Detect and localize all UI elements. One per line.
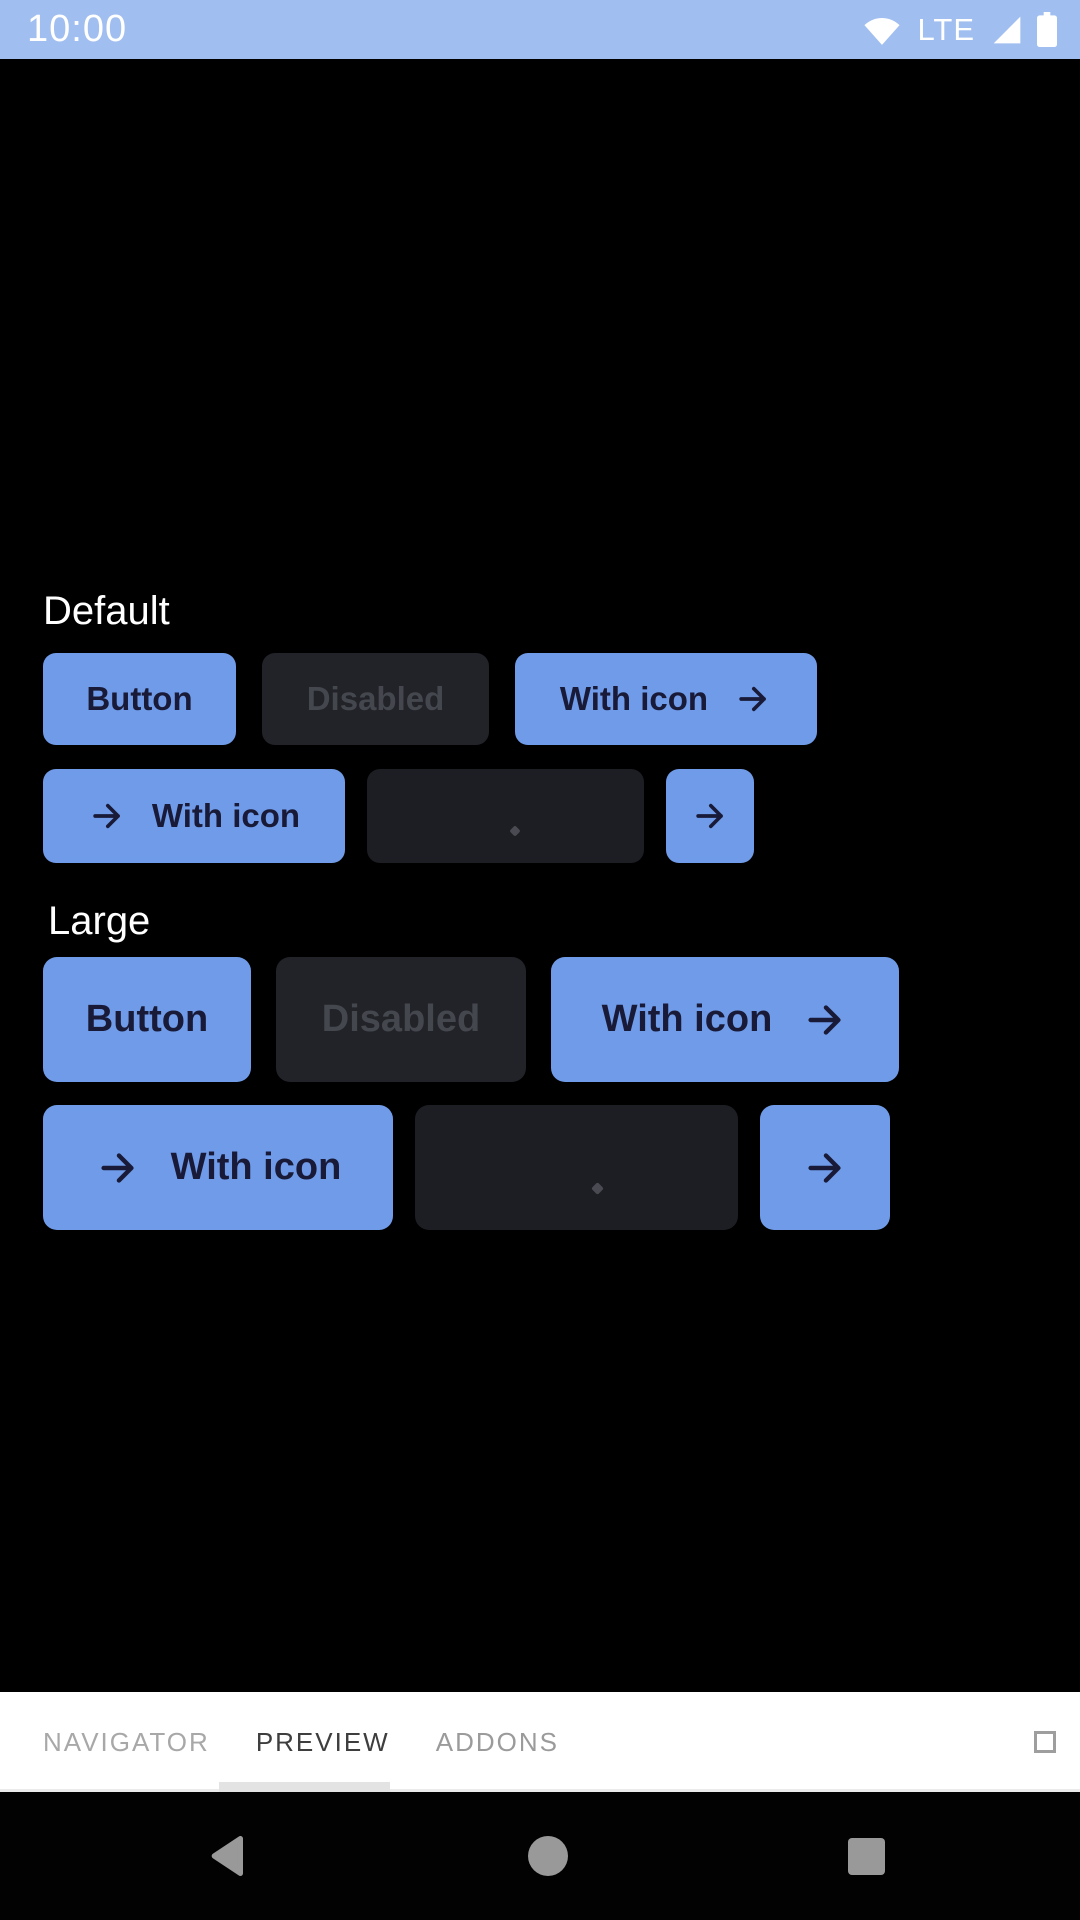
button-label: With icon [151, 797, 301, 834]
arrow-right-icon [802, 997, 848, 1043]
primary-button[interactable]: Button [43, 653, 236, 745]
square-outline-icon[interactable] [1034, 1731, 1056, 1753]
button-label: Disabled [321, 998, 481, 1040]
large-button-row-1: Button Disabled With icon [43, 957, 1060, 1082]
section-title-large: Large [48, 899, 151, 943]
loading-spinner-dot [509, 825, 521, 837]
button-label: With icon [601, 998, 773, 1040]
storybook-tab-bar: NAVIGATOR PREVIEW ADDONS [0, 1692, 1080, 1792]
battery-icon [1037, 12, 1057, 47]
with-icon-right-button[interactable]: With icon [515, 653, 817, 745]
active-tab-indicator [219, 1782, 390, 1792]
tab-bar-divider [0, 1789, 1080, 1792]
with-icon-left-button[interactable]: With icon [43, 769, 345, 863]
status-clock: 10:00 [27, 8, 128, 50]
home-icon[interactable] [527, 1836, 568, 1876]
arrow-right-icon [95, 1145, 141, 1191]
back-icon[interactable] [207, 1834, 247, 1878]
default-button-row-2: With icon [43, 769, 1060, 863]
with-icon-right-button-large[interactable]: With icon [551, 957, 899, 1082]
disabled-button-large: Disabled [276, 957, 526, 1082]
loading-button [367, 769, 644, 863]
status-icons: LTE [863, 12, 1057, 48]
button-label: Disabled [306, 680, 445, 717]
wifi-icon [863, 14, 901, 46]
signal-strength-icon [991, 15, 1023, 45]
primary-button-large[interactable]: Button [43, 957, 251, 1082]
button-label: Button [86, 680, 193, 717]
loading-button-large [415, 1105, 738, 1230]
with-icon-left-button-large[interactable]: With icon [43, 1105, 393, 1230]
story-preview-canvas: Default Button Disabled With icon With i… [0, 59, 1080, 1692]
disabled-button: Disabled [262, 653, 489, 745]
tab-addons[interactable]: ADDONS [435, 1727, 559, 1757]
button-label: With icon [559, 680, 709, 717]
status-bar: 10:00 LTE [0, 0, 1080, 59]
button-label: With icon [170, 1146, 342, 1188]
icon-only-button-large[interactable] [760, 1105, 890, 1230]
arrow-right-icon [88, 797, 126, 835]
network-type-label: LTE [917, 11, 975, 47]
arrow-right-icon [734, 680, 772, 718]
loading-spinner-dot [590, 1181, 604, 1195]
recents-icon[interactable] [848, 1837, 885, 1875]
android-nav-bar [0, 1792, 1080, 1920]
section-title-default: Default [43, 589, 170, 633]
icon-only-button[interactable] [666, 769, 754, 863]
arrow-right-icon [802, 1145, 848, 1191]
large-button-row-2: With icon [43, 1105, 1060, 1230]
default-button-row-1: Button Disabled With icon [43, 653, 1060, 745]
arrow-right-icon [691, 797, 729, 835]
tab-navigator[interactable]: NAVIGATOR [43, 1727, 210, 1757]
tab-preview[interactable]: PREVIEW [255, 1727, 390, 1757]
button-label: Button [85, 998, 209, 1040]
